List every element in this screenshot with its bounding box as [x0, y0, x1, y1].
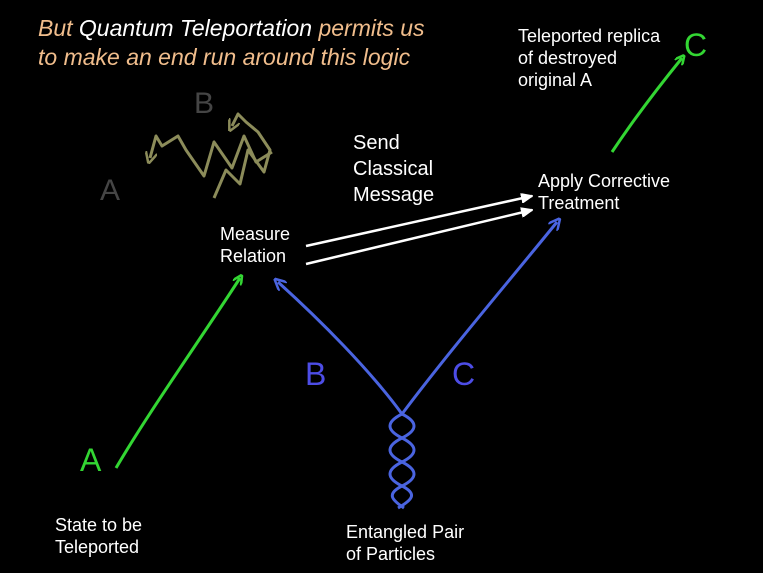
- teleported-replica-line-3: original A: [518, 70, 593, 90]
- faded-zigzag-arrow-left: [150, 134, 273, 178]
- classical-channel-line-2: [305, 210, 532, 266]
- headline-part-1: But: [38, 15, 79, 41]
- entangled-strand-2: [388, 412, 416, 510]
- particle-a-state-label: A: [80, 442, 102, 478]
- blue-arrow-b-to-measure: [278, 282, 404, 415]
- particle-b-path-label: B: [305, 356, 327, 392]
- classical-channel-line-1: [305, 196, 532, 248]
- faded-zigzag-arrow-right: [212, 112, 272, 199]
- measure-relation-line-1: Measure: [220, 224, 291, 244]
- state-to-be-line-1: State to be: [55, 515, 143, 535]
- headline-part-2: Quantum Teleportation: [78, 15, 313, 41]
- apply-corrective-treatment-label: Apply Corrective Treatment: [538, 170, 670, 214]
- particle-c-teleported: C: [684, 27, 708, 63]
- particle-c-path-label: C: [452, 356, 476, 392]
- send-classical-line-2: Classical: [353, 158, 434, 180]
- measure-relation-label: Measure Relation: [220, 223, 290, 267]
- entangled-pair-line-2: of Particles: [346, 544, 436, 564]
- headline-line-2: to make an end run around this logic: [38, 44, 411, 70]
- send-classical-message-label: Send Classical Message: [353, 130, 434, 208]
- faded-b-label: B: [194, 87, 215, 120]
- green-arrow-treatment-to-c: [610, 58, 682, 153]
- headline-part-3: permits us: [312, 15, 425, 41]
- state-to-be-line-2: Teleported: [55, 537, 140, 557]
- teleported-replica-line-2: of destroyed: [518, 48, 618, 68]
- headline-line-1: But Quantum Teleportation permits us: [38, 14, 425, 43]
- green-arrow-a-to-measure: [114, 278, 240, 469]
- entangled-pair-line-1: Entangled Pair: [346, 522, 465, 542]
- teleported-replica-label: Teleported replica of destroyed original…: [518, 25, 660, 91]
- send-classical-line-1: Send: [353, 132, 400, 154]
- teleported-replica-line-1: Teleported replica: [518, 26, 661, 46]
- apply-corrective-line-1: Apply Corrective: [538, 171, 671, 191]
- measure-relation-line-2: Relation: [220, 246, 287, 266]
- entangled-pair-label: Entangled Pair of Particles: [346, 521, 464, 565]
- faded-a-label: A: [100, 174, 121, 207]
- send-classical-line-3: Message: [353, 184, 435, 206]
- blue-arrow-c-to-treatment: [400, 222, 557, 415]
- state-to-be-teleported-label: State to be Teleported: [55, 514, 142, 558]
- headline: But Quantum Teleportation permits us to …: [38, 14, 425, 72]
- apply-corrective-line-2: Treatment: [538, 193, 620, 213]
